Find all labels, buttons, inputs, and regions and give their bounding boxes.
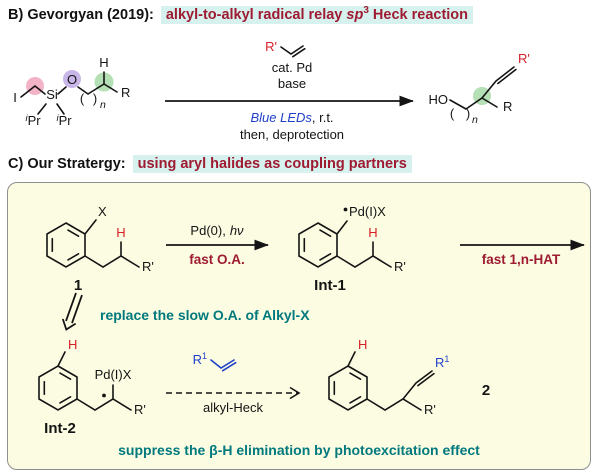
silicon-label: Si: [46, 87, 58, 102]
int-2-bonds: [57, 351, 132, 411]
highlight-text-pre: alkyl-to-alkyl radical relay: [165, 6, 347, 23]
section-c-highlight: using aryl halides as coupling partners: [132, 155, 412, 173]
int-1-bonds: [336, 220, 392, 268]
pd-label: Pd(I)X: [349, 204, 386, 219]
product-ho-label: HO: [429, 92, 449, 107]
r-prime-label: R': [394, 259, 406, 274]
r-prime-label: R': [134, 402, 146, 417]
section-c-header: C) Our Stratergy: using aryl halides as c…: [8, 155, 412, 173]
arrow-oxidative-addition: Pd(0),hν fast O.A.: [166, 223, 269, 267]
alkyl-heck-label: alkyl-Heck: [203, 400, 263, 415]
alkene-double-bond: [292, 47, 306, 58]
pd-label: Pd(I)X: [95, 367, 132, 382]
compound-label-1: 1: [74, 277, 82, 294]
r-prime-label: R': [424, 402, 436, 417]
structure-reactant-b: I Si iPr iPr O ( ) n H R: [13, 55, 130, 128]
h-label: H: [116, 225, 125, 240]
scheme-b-diagram: I Si iPr iPr O ( ) n H R R' cat. Pd base…: [13, 39, 530, 142]
condition-base: base: [278, 76, 306, 91]
section-b-header: B) Gevorgyan (2019): alkyl-to-alkyl radic…: [8, 5, 474, 24]
alkene-r1-label: R1: [193, 351, 207, 367]
ipr-right-label: iPr: [56, 113, 72, 128]
paren-open: (: [450, 106, 455, 121]
iodine-label: I: [13, 90, 17, 105]
alkene-r-prime-label: R': [265, 39, 277, 54]
alkene-bonds: [210, 359, 235, 369]
oxygen-label: O: [67, 72, 77, 87]
structure-product-b: HO ( ) n R R': [429, 51, 530, 126]
product-double-bond: [497, 68, 517, 85]
compound-label-int-1: Int-1: [314, 277, 346, 294]
radical-dot: [102, 393, 106, 398]
ipr-left-label: iPr: [25, 113, 41, 128]
h-label: H: [68, 337, 77, 352]
section-c-label: C) Our Stratergy:: [8, 156, 126, 172]
structure-int-2: H Pd(I)X R' Int-2: [38, 337, 146, 437]
alkene-bonds: [280, 45, 304, 55]
paren-close: ): [466, 106, 470, 121]
x-label: X: [98, 204, 107, 219]
paren-open: (: [80, 91, 85, 106]
fast-hat-label: fast 1,n-HAT: [482, 252, 561, 267]
highlight-text-post: Heck reaction: [368, 6, 469, 23]
section-b-highlight: alkyl-to-alkyl radical relay sp3 Heck re…: [160, 5, 474, 24]
scheme-c-diagram: X H R' 1 Pd(0),hν fast O.A. Pd(I)X H R' …: [38, 204, 585, 458]
alkene-double-bond: [221, 361, 237, 372]
h-label: H: [368, 225, 377, 240]
h-label: H: [358, 337, 367, 352]
condition-deprotection: then, deprotection: [240, 127, 344, 142]
double-arrow-shaft-2: [65, 292, 77, 322]
r-label: R: [121, 85, 130, 100]
reactant-bonds: [20, 71, 118, 115]
double-arrow-shaft-1: [71, 294, 83, 324]
benzene-ring: [298, 222, 338, 268]
structure-2: H R1 R' 2: [328, 337, 490, 417]
structure-int-1: Pd(I)X H R' Int-1: [298, 204, 406, 294]
highlight-sp-sup: 3: [363, 5, 369, 16]
benzene-ring: [38, 365, 78, 411]
dashed-arrow-alkyl-heck: R1 alkyl-Heck: [166, 351, 301, 415]
structure-1: X H R' 1: [46, 204, 154, 294]
r-prime-label: R': [142, 259, 154, 274]
paren-close: ): [93, 91, 97, 106]
dashed-arrow-head: [289, 386, 301, 400]
arrow-hat: fast 1,n-HAT: [460, 239, 585, 267]
strategy-panel: X H R' 1 Pd(0),hν fast O.A. Pd(I)X H R' …: [7, 182, 591, 470]
benzene-ring: [328, 365, 368, 411]
product-r-prime-label: R': [518, 51, 530, 66]
h-label: H: [99, 55, 108, 70]
n-subscript: n: [472, 114, 478, 126]
double-arrow-head: [61, 318, 77, 331]
condition-blue-leds: Blue LEDs, r.t.: [250, 110, 333, 125]
replace-note: replace the slow O.A. of Alkyl-X: [100, 307, 310, 323]
purple-highlight-circle: [63, 70, 81, 88]
retro-double-arrow: [61, 292, 83, 331]
section-b-label: B) Gevorgyan (2019):: [8, 6, 154, 23]
condition-cat-pd: cat. Pd: [272, 60, 312, 75]
highlight-sp: sp: [346, 6, 364, 23]
benzene-ring: [46, 222, 86, 268]
fast-oa-label: fast O.A.: [189, 252, 245, 267]
bottom-note: suppress the β-H elimination by photoexc…: [118, 442, 480, 458]
structure-2-bonds: [347, 351, 433, 411]
structure-2-double-bond: [417, 372, 435, 387]
product-r-label: R: [503, 99, 512, 114]
compound-label-2: 2: [482, 382, 490, 399]
n-subscript: n: [100, 99, 106, 111]
r1-label: R1: [435, 354, 449, 370]
radical-dot: [343, 207, 348, 212]
condition-pd0-hv: Pd(0),hν: [190, 223, 244, 238]
structure-1-bonds: [84, 219, 140, 268]
reaction-arrow-b: R' cat. Pd base Blue LEDs, r.t. then, de…: [165, 39, 414, 142]
product-bonds: [449, 66, 515, 110]
compound-label-int-2: Int-2: [44, 420, 76, 437]
